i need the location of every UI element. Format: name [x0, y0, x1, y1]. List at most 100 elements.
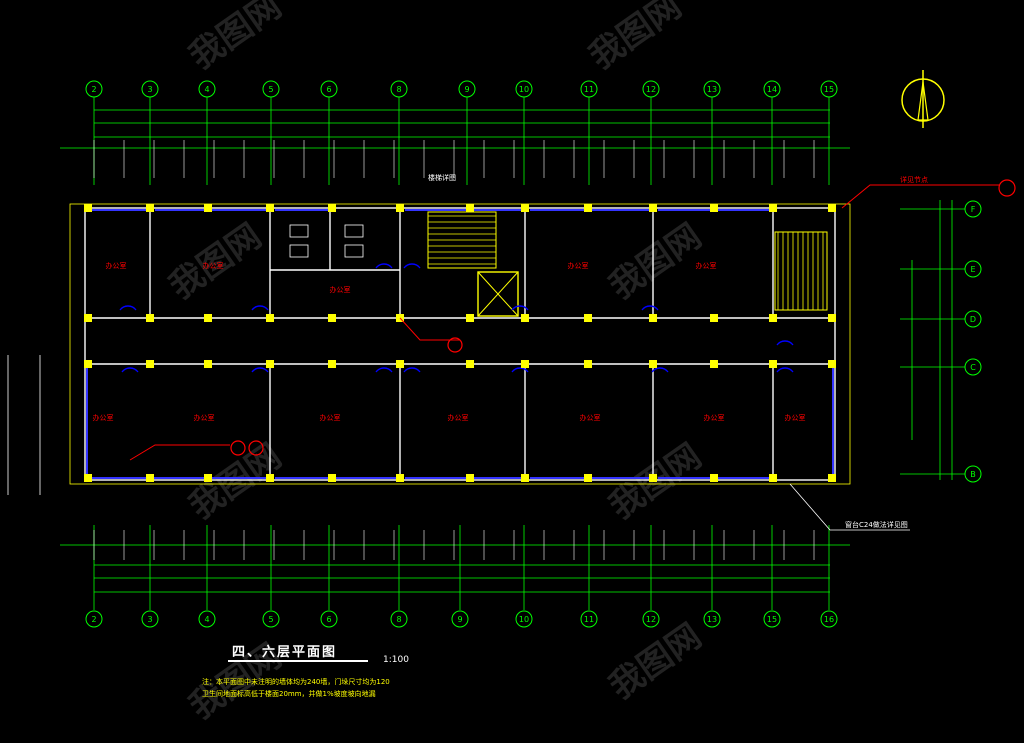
column — [828, 204, 836, 212]
axis-label: 13 — [707, 85, 717, 94]
axis-label: 3 — [147, 85, 152, 94]
room-label: 办公室 — [194, 413, 215, 422]
callout-text: 详见节点 — [900, 175, 928, 184]
column — [466, 360, 474, 368]
door-swing — [121, 367, 139, 373]
column — [84, 314, 92, 322]
column — [396, 204, 404, 212]
callout-bubble — [230, 440, 246, 456]
column — [584, 204, 592, 212]
axis-bubble — [515, 610, 533, 628]
column — [769, 360, 777, 368]
room-label: 办公室 — [785, 413, 806, 422]
column — [266, 314, 274, 322]
title-underline — [228, 660, 368, 662]
column — [396, 474, 404, 482]
callout-text: 楼梯详图 — [428, 173, 456, 182]
column — [584, 360, 592, 368]
room-label: 办公室 — [580, 413, 601, 422]
axis-bubble — [85, 80, 103, 98]
axis-bubble — [262, 610, 280, 628]
axis-label: 15 — [767, 615, 777, 624]
room-label: 办公室 — [93, 413, 114, 422]
axis-label: 5 — [268, 85, 273, 94]
column — [466, 474, 474, 482]
column — [84, 474, 92, 482]
axis-bubble — [320, 610, 338, 628]
callout-text: 窗台C24做法详见图 — [845, 520, 908, 529]
room-label: 办公室 — [704, 413, 725, 422]
column — [266, 204, 274, 212]
column — [146, 204, 154, 212]
drawing-note-1: 注：本平面图中未注明的墙体均为240墙，门垛尺寸均为120 — [202, 678, 390, 686]
column — [328, 314, 336, 322]
axis-bubble — [198, 80, 216, 98]
north-arrow-icon — [901, 70, 945, 128]
column — [584, 474, 592, 482]
axis-bubble — [964, 200, 982, 218]
axis-bubble — [198, 610, 216, 628]
axis-label: F — [971, 205, 976, 214]
watermark-text: 我图网 — [602, 216, 708, 307]
axis-bubble — [580, 80, 598, 98]
room-label: 办公室 — [330, 285, 351, 294]
column — [146, 360, 154, 368]
axis-bubble — [141, 610, 159, 628]
column — [521, 314, 529, 322]
column — [828, 360, 836, 368]
axis-bubble — [964, 358, 982, 376]
column — [521, 204, 529, 212]
axis-bubble — [141, 80, 159, 98]
axis-bubble — [820, 80, 838, 98]
axis-bubble — [964, 465, 982, 483]
column — [266, 474, 274, 482]
door-swing — [641, 305, 659, 311]
axis-label: 5 — [268, 615, 273, 624]
axis-label: 10 — [519, 615, 529, 624]
door-swing — [511, 305, 529, 311]
drawing-scale: 1:100 — [383, 655, 409, 665]
door-swing — [375, 263, 393, 269]
axis-bubble — [964, 260, 982, 278]
callout-bubble — [447, 337, 463, 353]
axis-label: 2 — [91, 85, 96, 94]
room-label: 办公室 — [320, 413, 341, 422]
axis-label: E — [970, 265, 975, 274]
column — [84, 204, 92, 212]
callout-leader — [789, 483, 910, 531]
door-swing — [403, 263, 421, 269]
axis-label: 15 — [824, 85, 834, 94]
room-label: 办公室 — [696, 261, 717, 270]
column — [828, 474, 836, 482]
axis-label: B — [970, 470, 976, 479]
drawing-title: 四、六层平面图 — [232, 645, 338, 660]
axis-bubble — [458, 80, 476, 98]
axis-bubble — [515, 80, 533, 98]
axis-bubble — [390, 610, 408, 628]
axis-label: 12 — [646, 85, 656, 94]
axis-bubble — [451, 610, 469, 628]
toilet-fixture — [344, 244, 364, 258]
axis-label: D — [970, 315, 976, 324]
column — [769, 204, 777, 212]
axis-label: 11 — [584, 615, 594, 624]
column — [769, 314, 777, 322]
column — [584, 314, 592, 322]
column — [328, 204, 336, 212]
axis-bubble — [642, 80, 660, 98]
column — [84, 360, 92, 368]
column — [649, 474, 657, 482]
elevator-shaft — [477, 271, 519, 317]
column — [649, 360, 657, 368]
axis-label: 6 — [326, 85, 331, 94]
callout-bubble — [998, 179, 1016, 197]
axis-bubble — [642, 610, 660, 628]
dimension-lines — [7, 109, 953, 593]
callout-leader — [841, 184, 1000, 209]
room-label: 办公室 — [568, 261, 589, 270]
column — [649, 204, 657, 212]
callout-leader — [399, 317, 460, 341]
